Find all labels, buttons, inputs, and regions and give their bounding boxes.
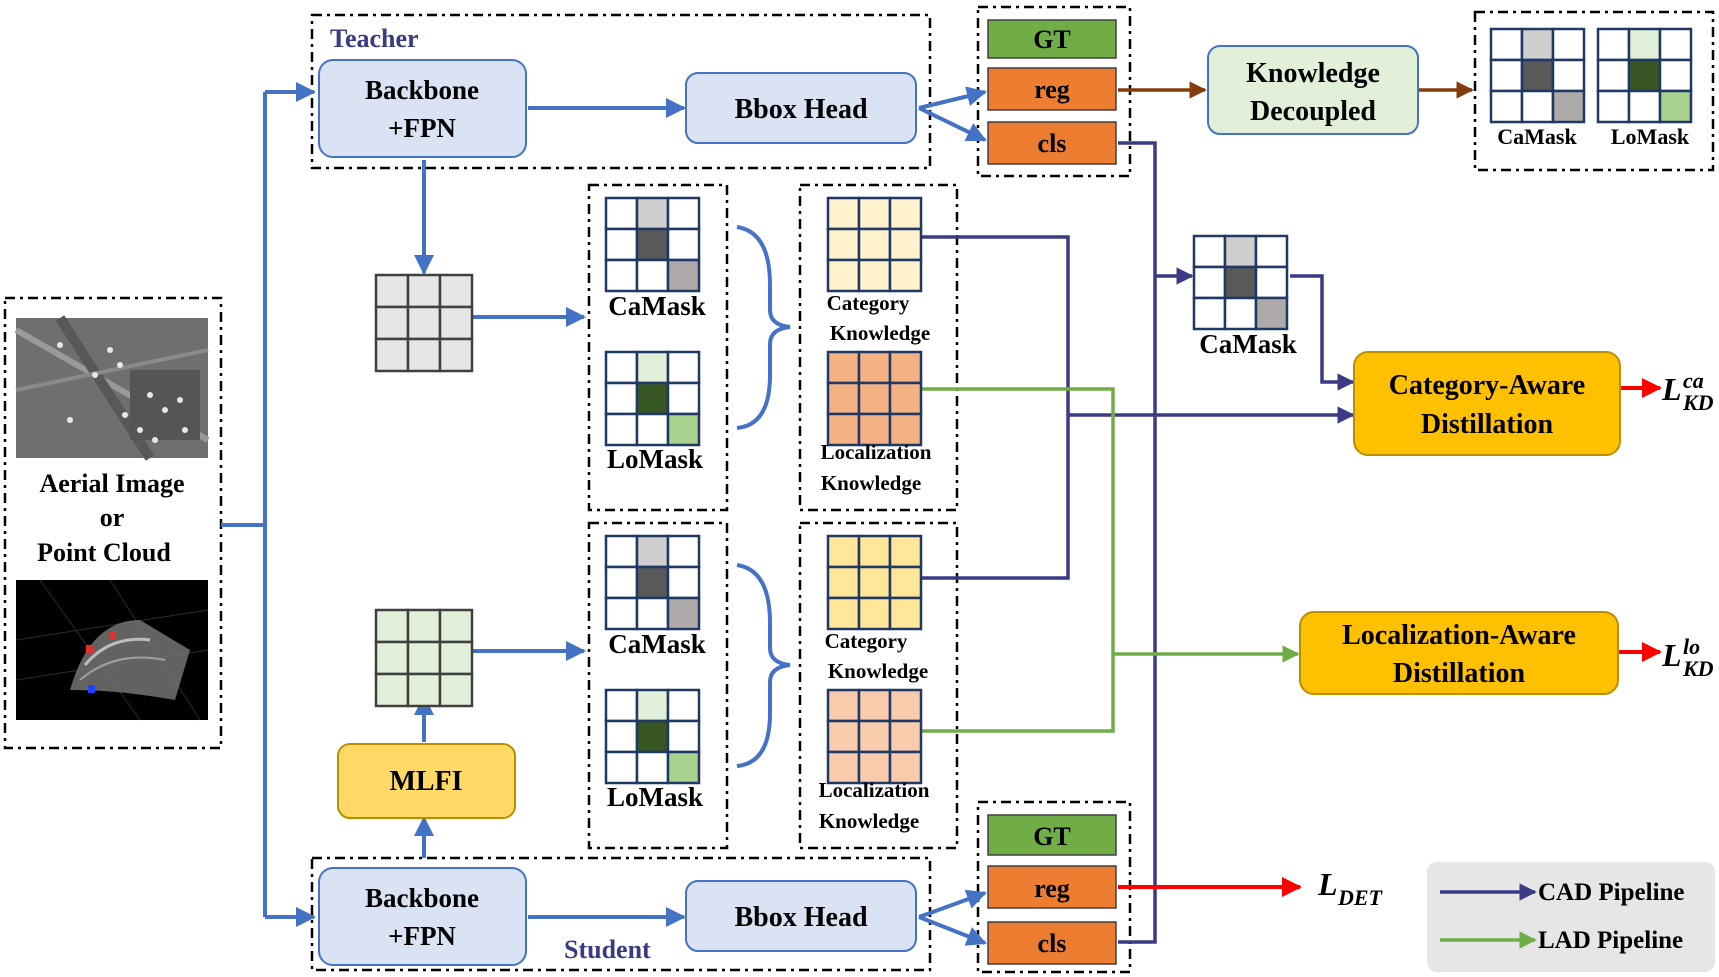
decoupled-camask-grid bbox=[1489, 27, 1586, 124]
teacher-knowledge-box bbox=[798, 183, 959, 512]
teacher-category-knowledge-1: Category bbox=[827, 291, 910, 315]
point-cloud-thumbnail bbox=[15, 579, 209, 721]
student-camask-label: CaMask bbox=[608, 629, 706, 659]
student-cls bbox=[987, 921, 1117, 965]
loss-det-base: L bbox=[1317, 866, 1338, 902]
student-backbone-label-2: +FPN bbox=[388, 921, 456, 951]
category-aware-distillation bbox=[1353, 351, 1621, 456]
student-reg bbox=[987, 865, 1117, 909]
teacher-backbone-fpn bbox=[318, 59, 527, 158]
teacher-feature-grid bbox=[374, 273, 474, 373]
student-bbox-head-label: Bbox Head bbox=[734, 902, 867, 933]
input-label-3: Point Cloud bbox=[37, 538, 171, 567]
localization-aware-distillation bbox=[1299, 611, 1619, 695]
loss-det-sub: DET bbox=[1337, 885, 1384, 910]
legend bbox=[1427, 862, 1715, 972]
knowledge-decoupled-label-1: Knowledge bbox=[1246, 58, 1380, 89]
teacher-gt-label: GT bbox=[1033, 25, 1071, 54]
teacher-category-knowledge-grid bbox=[826, 196, 923, 293]
student-cls-label: cls bbox=[1038, 929, 1067, 958]
decoupled-masks-box bbox=[1473, 10, 1715, 172]
loss-ca-sup: ca bbox=[1683, 368, 1704, 393]
teacher-localization-knowledge-2: Knowledge bbox=[821, 471, 921, 495]
student-category-knowledge-2: Knowledge bbox=[828, 659, 928, 683]
student-backbone-fpn bbox=[318, 867, 527, 966]
teacher-bbox-head bbox=[685, 72, 917, 144]
mid-camask-grid bbox=[1192, 234, 1289, 331]
teacher-backbone-label-2: +FPN bbox=[388, 113, 456, 143]
teacher-cls-label: cls bbox=[1038, 129, 1067, 158]
knowledge-decoupled-label-2: Decoupled bbox=[1250, 96, 1376, 127]
teacher-mask-box bbox=[587, 183, 729, 512]
mlfi-label: MLFI bbox=[389, 766, 462, 797]
student-feature-grid bbox=[374, 608, 474, 708]
teacher-reg bbox=[987, 67, 1117, 111]
cad-label-1: Category-Aware bbox=[1389, 370, 1585, 401]
student-category-knowledge-grid bbox=[826, 534, 923, 631]
teacher-reg-label: reg bbox=[1034, 75, 1070, 104]
student-gt-label: GT bbox=[1033, 822, 1071, 851]
knowledge-decoupled bbox=[1207, 45, 1419, 135]
loss-ca-base: L bbox=[1661, 371, 1682, 407]
student-mask-box bbox=[587, 521, 729, 850]
teacher-cls bbox=[987, 121, 1117, 165]
student-localization-knowledge-grid bbox=[826, 688, 923, 785]
teacher-lomask-grid bbox=[604, 350, 701, 447]
teacher-gt bbox=[987, 19, 1117, 59]
loss-ca-sub: KD bbox=[1682, 390, 1714, 415]
teacher-bbox-head-label: Bbox Head bbox=[734, 94, 867, 125]
input-label-1: Aerial Image bbox=[39, 469, 184, 498]
loss-lo-sup: lo bbox=[1683, 634, 1700, 659]
student-knowledge-box bbox=[798, 521, 959, 850]
teacher-category-knowledge-2: Knowledge bbox=[830, 321, 930, 345]
teacher-backbone-label-1: Backbone bbox=[365, 75, 479, 105]
teacher-camask-grid bbox=[604, 196, 701, 293]
mlfi-module bbox=[337, 743, 516, 819]
aerial-image-thumbnail bbox=[14, 315, 210, 461]
decoupled-lomask-grid bbox=[1596, 27, 1693, 124]
student-lomask-label: LoMask bbox=[607, 782, 703, 812]
student-bbox-head bbox=[685, 880, 917, 952]
input-label-2: or bbox=[100, 503, 125, 532]
mid-camask-label: CaMask bbox=[1199, 329, 1297, 359]
cad-label-2: Distillation bbox=[1421, 409, 1554, 440]
loss-lo-sub: KD bbox=[1682, 656, 1714, 681]
student-label: Student bbox=[564, 935, 651, 964]
teacher-localization-knowledge-grid bbox=[826, 350, 923, 447]
student-lomask-grid bbox=[604, 688, 701, 785]
student-backbone-label-1: Backbone bbox=[365, 883, 479, 913]
legend-cad-label: CAD Pipeline bbox=[1538, 879, 1685, 906]
teacher-camask-label: CaMask bbox=[608, 291, 706, 321]
lad-label-1: Localization-Aware bbox=[1342, 620, 1576, 651]
student-camask-grid bbox=[604, 534, 701, 631]
lad-label-2: Distillation bbox=[1393, 658, 1526, 689]
legend-lad-label: LAD Pipeline bbox=[1538, 927, 1683, 954]
student-category-knowledge-1: Category bbox=[825, 629, 908, 653]
student-reg-label: reg bbox=[1034, 874, 1070, 903]
student-localization-knowledge-2: Knowledge bbox=[819, 809, 919, 833]
decoupled-camask-label: CaMask bbox=[1497, 124, 1577, 149]
student-localization-knowledge-1: Localization bbox=[819, 778, 930, 802]
teacher-label: Teacher bbox=[330, 24, 419, 53]
loss-lo-base: L bbox=[1661, 637, 1682, 673]
teacher-lomask-label: LoMask bbox=[607, 444, 703, 474]
student-gt bbox=[987, 814, 1117, 856]
decoupled-lomask-label: LoMask bbox=[1611, 124, 1690, 149]
teacher-localization-knowledge-1: Localization bbox=[821, 440, 932, 464]
